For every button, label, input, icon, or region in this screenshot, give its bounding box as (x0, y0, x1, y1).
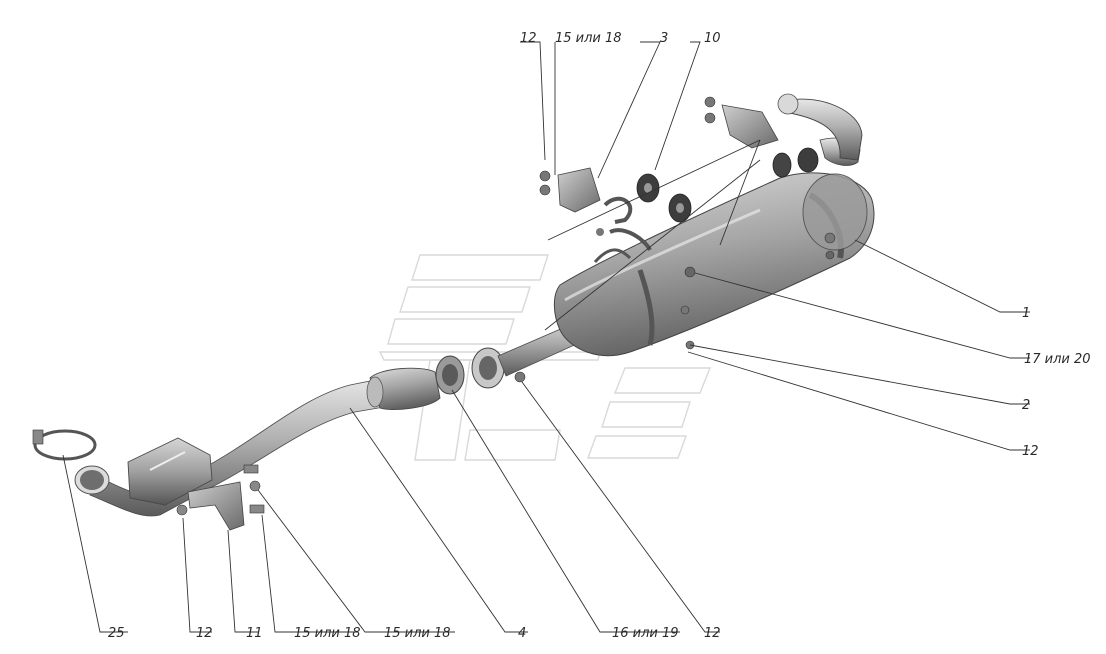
catalytic-converter (127, 437, 213, 506)
label-12-bottom-left: 12 (196, 626, 213, 641)
rubber-cushions (636, 147, 819, 223)
label-10: 10 (704, 31, 721, 46)
label-4: 4 (518, 626, 526, 641)
label-1: 1 (1022, 306, 1030, 321)
label-12-right: 12 (1022, 444, 1039, 459)
label-17-20: 17 или 20 (1024, 352, 1091, 367)
resonator (366, 367, 441, 410)
flange-gasket (435, 347, 505, 395)
label-16-19: 16 или 19 (612, 626, 679, 641)
main-muffler (553, 172, 875, 356)
label-25: 25 (108, 626, 125, 641)
hanger-bracket-left (539, 167, 601, 213)
callout-labels: 12 15 или 18 3 10 1 17 или 20 2 12 25 12… (108, 31, 1091, 641)
hanger-bracket-right (704, 96, 779, 149)
label-12-top: 12 (520, 31, 537, 46)
clamp (32, 429, 97, 461)
leader-lines (62, 41, 1030, 633)
label-11: 11 (246, 626, 263, 641)
label-15-18-bottom-b: 15 или 18 (384, 626, 451, 641)
label-15-18-bottom-a: 15 или 18 (294, 626, 361, 641)
label-15-18-top: 15 или 18 (555, 31, 622, 46)
tailpipe (777, 93, 863, 166)
front-bracket-bolts (176, 464, 265, 531)
label-2: 2 (1022, 398, 1030, 413)
label-3: 3 (660, 31, 668, 46)
label-12-bottom-right: 12 (704, 626, 721, 641)
